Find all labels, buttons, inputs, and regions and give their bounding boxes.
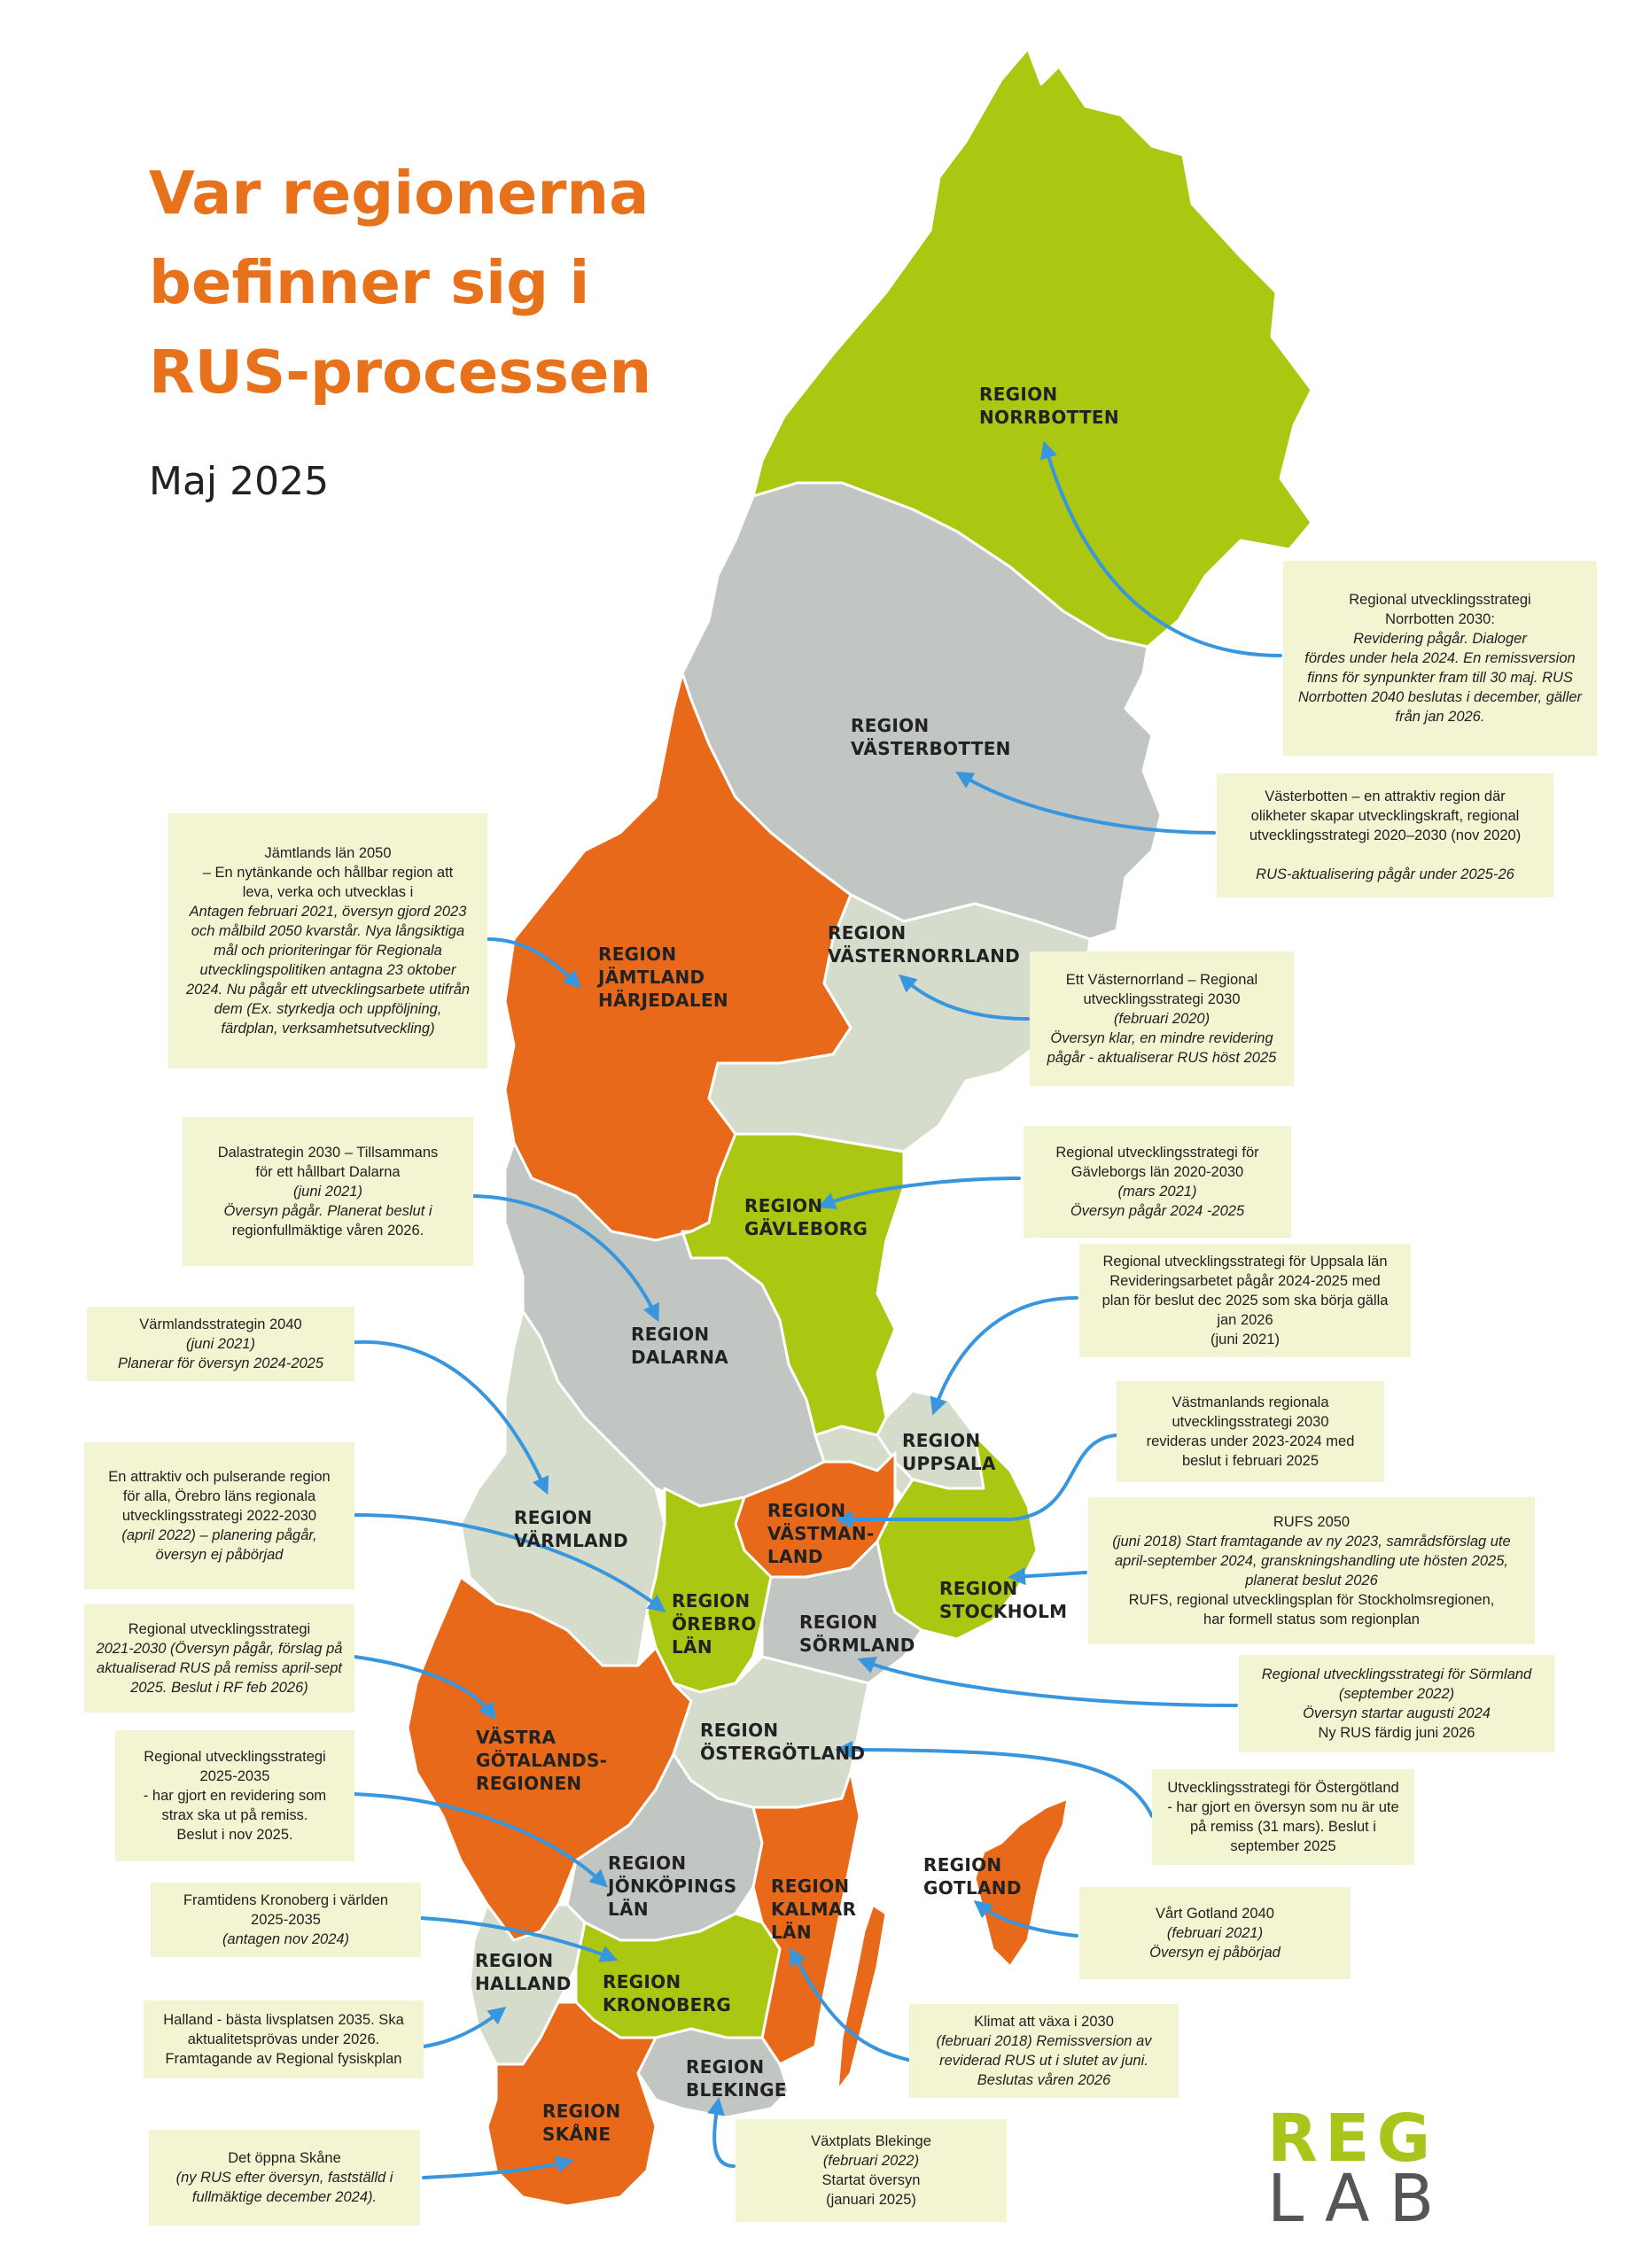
label-dalarna: RegionDalarna [631,1324,729,1368]
date-subtitle: Maj 2025 [149,459,330,504]
arrow-varmland [353,1340,549,1495]
region-skane[interactable] [486,2000,658,2208]
info-box-kalmar: Klimat att växa i 2030(februari 2018) Re… [909,2004,1179,2098]
title-line-3: RUS-processen [149,338,652,407]
label-halland: RegionHalland [475,1950,572,1994]
arrow-orebro [353,1513,666,1612]
arrow-kalmar [790,1946,910,2062]
label-ostergotland: RegionÖstergötland [700,1720,866,1764]
label-sormland: RegionSörmland [799,1612,915,1656]
label-skane: RegionSkåne [542,2101,621,2145]
arrow-vasternorrland [898,974,1030,1021]
island-oland [836,1903,888,2093]
arrow-gavleborg [817,1177,1021,1209]
label-norrbotten: RegionNorrbotten [979,384,1119,428]
title-line-2: befinner sig i [149,248,590,317]
arrow-jonkoping [353,1792,608,1888]
label-orebro: RegionÖrebrolän [672,1590,757,1658]
label-gavleborg: RegionGävleborg [744,1195,868,1239]
arrow-stockholm [1008,1567,1087,1586]
label-jonkoping: RegionJönköpingslän [608,1852,737,1920]
label-stockholm: RegionStockholm [939,1578,1068,1622]
arrow-vastmanland [835,1433,1118,1528]
label-kalmar: RegionKalmarlän [771,1876,857,1943]
label-vastmanland: RegionVästman-land [767,1500,875,1567]
label-blekinge: RegionBlekinge [686,2056,787,2101]
reglab-logo: REG LAB [1267,2101,1454,2237]
logo-reg: REG [1267,2101,1438,2177]
region-gotland[interactable] [973,1797,1070,1969]
label-gotland: RegionGotland [923,1854,1022,1899]
arrow-sormland [857,1656,1238,1707]
logo-lab: LAB [1267,2161,1454,2237]
info-box-skane: Det öppna Skåne(ny RUS efter översyn, fa… [149,2130,420,2225]
label-uppsala: RegionUppsala [902,1430,996,1474]
arrow-kronoberg [419,1916,619,1962]
region-blekinge[interactable] [636,2027,790,2119]
arrow-jamtland [486,937,581,989]
arrow-dalarna [468,1194,659,1323]
info-box-gotland: Vårt Gotland 2040(februari 2021)Översyn … [1079,1887,1351,1979]
info-box-stockholm: RUFS 2050(juni 2018) Start framtagande a… [1088,1497,1535,1644]
label-vasternorrland: RegionVästernorrland [828,922,1021,967]
arrow-norrbotten [1039,440,1282,657]
arrow-vasterbotten [955,771,1216,835]
arrow-gotland [973,1900,1078,1938]
label-vastragotaland: VästraGötalands-regionen [476,1727,608,1794]
info-box-jamtland: Jämtlands län 2050– En nytänkande och hå… [168,813,487,1068]
info-box-varmland: Värmlandsstrategin 2040(juni 2021)Planer… [87,1307,354,1381]
info-box-blekinge: Växtplats Blekinge(februari 2022)Startat… [736,2119,1007,2222]
arrow-uppsala [930,1296,1078,1416]
arrow-halland [422,2007,507,2048]
label-varmland: RegionVärmland [514,1507,628,1551]
label-vasterbotten: RegionVästerbotten [851,715,1011,759]
arrow-blekinge [707,2097,736,2168]
arrow-vastragotaland [353,1655,496,1720]
region-norrbotten[interactable] [751,47,1313,649]
title-line-1: Var regionerna [149,159,650,228]
label-kronoberg: RegionKronoberg [603,1971,732,2016]
callout-arrows [353,440,1282,2179]
arrow-skane [422,2155,574,2179]
region-kalmar[interactable] [751,1770,861,2066]
page-title: Var regionerna befinner sig i RUS-proces… [149,149,716,417]
info-box-uppsala: Regional utvecklingsstrategi för Uppsala… [1079,1244,1411,1357]
arrow-ostergotland [835,1741,1154,1818]
label-jamtland: RegionJämtlandHärjedalen [598,944,728,1011]
info-box-sormland: Regional utvecklingsstrategi för Sörmlan… [1239,1655,1554,1752]
info-box-ostergotland: Utvecklingsstrategi för Östergötland- ha… [1152,1769,1414,1865]
